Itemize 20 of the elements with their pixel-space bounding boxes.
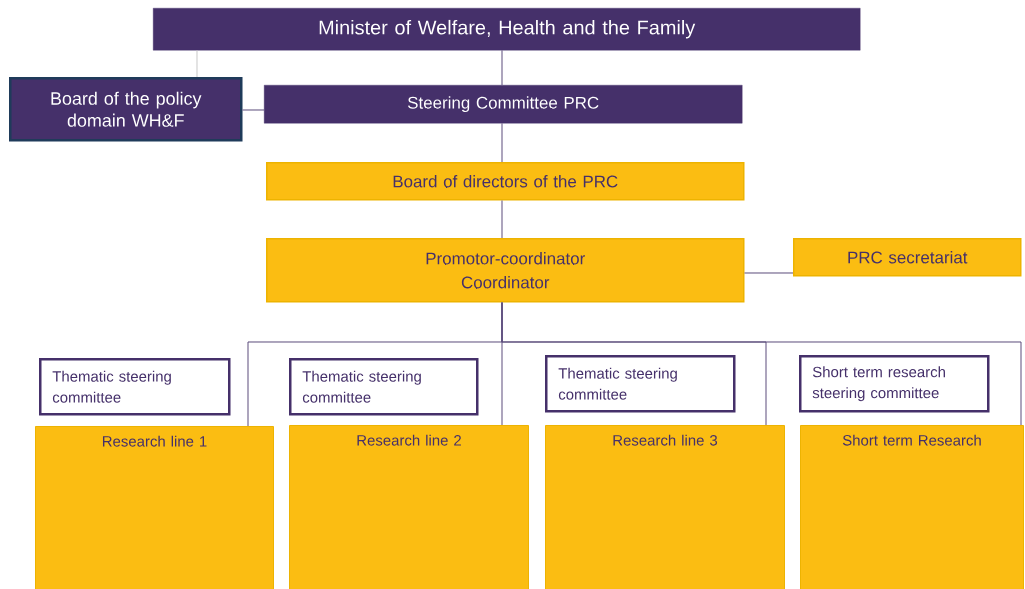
committee-box: Short term research steering committee xyxy=(799,355,990,413)
coordinator-box: Promotor-coordinator Coordinator xyxy=(266,238,745,303)
connector-line xyxy=(501,49,503,86)
connector-line xyxy=(242,109,265,111)
committee-box: Thematic steering committee xyxy=(39,358,231,416)
committee-box: Steering Committee PRC xyxy=(264,85,743,124)
connector-line xyxy=(501,122,503,163)
research-box: Research line 2 xyxy=(289,425,529,589)
connector-line xyxy=(744,272,794,274)
role-box: Minister of Welfare, Health and the Family xyxy=(153,8,861,51)
secretariat-box: PRC secretariat xyxy=(793,238,1022,277)
connector-line xyxy=(501,302,1022,426)
board-box: Board of the policy domain WH&F xyxy=(9,77,243,142)
research-box: Research line 1 xyxy=(35,426,274,589)
board-box: Board of directors of the PRC xyxy=(266,162,745,201)
research-box: Research line 3 xyxy=(545,425,785,589)
committee-box: Thematic steering committee xyxy=(545,355,736,413)
research-box: Short term Research xyxy=(800,425,1024,589)
connector-line xyxy=(501,200,503,239)
committee-box: Thematic steering committee xyxy=(289,358,479,416)
